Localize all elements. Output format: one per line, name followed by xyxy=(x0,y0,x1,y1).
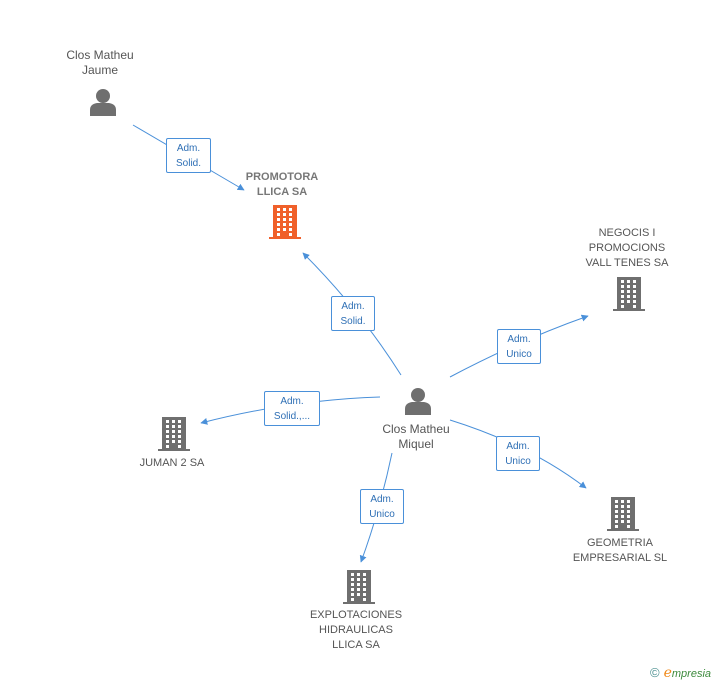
building-icon[interactable] xyxy=(613,277,645,311)
edge-label-jaume-promotora[interactable]: Adm. Solid. xyxy=(166,138,211,173)
edge-label-miquel-geometria[interactable]: Adm. Unico xyxy=(496,436,540,471)
building-icon[interactable] xyxy=(269,205,301,239)
empresia-brand-logo: ©empresia xyxy=(650,665,712,681)
person-icon[interactable] xyxy=(404,387,432,415)
person-icon[interactable] xyxy=(89,88,117,116)
edge-label-miquel-negocis[interactable]: Adm. Unico xyxy=(497,329,541,364)
node-label-negocis[interactable]: NEGOCIS I PROMOCIONS VALL TENES SA xyxy=(585,227,669,269)
node-label-jaume[interactable]: Clos Matheu Jaume xyxy=(66,48,134,77)
node-label-geometria[interactable]: GEOMETRIA EMPRESARIAL SL xyxy=(572,537,668,564)
building-icon[interactable] xyxy=(343,570,375,604)
building-icon[interactable] xyxy=(158,417,190,451)
edge-label-miquel-promotora[interactable]: Adm. Solid. xyxy=(331,296,375,331)
node-label-explotaciones[interactable]: EXPLOTACIONES HIDRAULICAS LLICA SA xyxy=(309,609,403,651)
building-icon[interactable] xyxy=(607,497,639,531)
node-label-juman[interactable]: JUMAN 2 SA xyxy=(139,457,205,469)
node-label-miquel[interactable]: Clos Matheu Miquel xyxy=(382,422,450,451)
edge-label-miquel-explotaciones[interactable]: Adm. Unico xyxy=(360,489,404,524)
node-label-promotora[interactable]: PROMOTORA LLICA SA xyxy=(245,171,319,198)
edge-label-miquel-juman[interactable]: Adm. Solid.,... xyxy=(264,391,320,426)
